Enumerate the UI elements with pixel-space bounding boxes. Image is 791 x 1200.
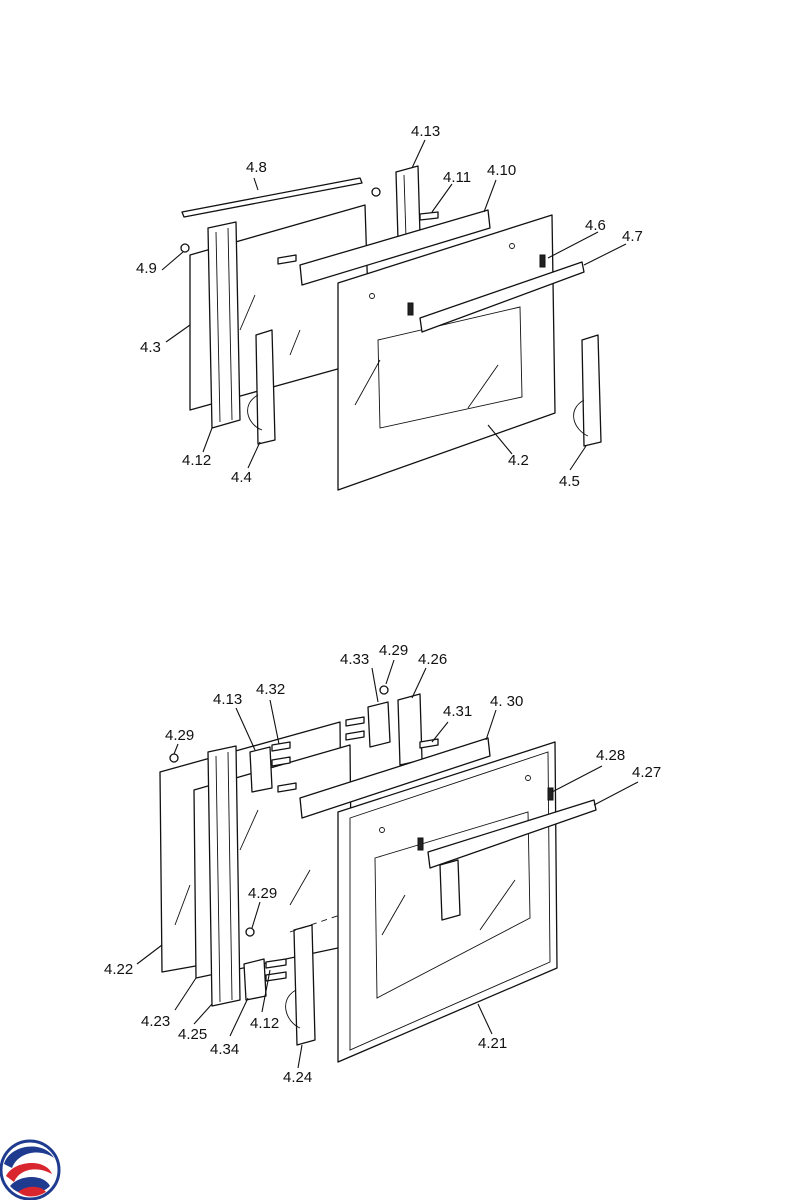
label-4-4: 4.4 — [231, 469, 252, 486]
label-4-32: 4.32 — [256, 681, 285, 698]
label-4-28: 4.28 — [596, 747, 625, 764]
door-handle-4-27 — [427, 799, 597, 869]
bottom-labels: 4.33 4.29 4.26 4.13 4.32 4.31 4. 30 4.29… — [104, 642, 661, 1086]
label-4-29-lower: 4.29 — [248, 885, 277, 902]
side-profile-4-12 — [207, 221, 241, 429]
screw-4-29-left — [169, 753, 179, 763]
label-4-27: 4.27 — [632, 764, 661, 781]
label-4-6: 4.6 — [585, 217, 606, 234]
hinge-block-4-33 — [367, 701, 391, 748]
bracket-4-10 — [299, 209, 491, 286]
label-4-13: 4.13 — [213, 691, 242, 708]
bracket-4-30 — [299, 737, 491, 819]
label-4-10: 4.10 — [487, 162, 516, 179]
top-door-assembly — [161, 139, 627, 491]
hinge-block-4-13 — [249, 746, 273, 793]
label-4-29-top: 4.29 — [379, 642, 408, 659]
label-4-33: 4.33 — [340, 651, 369, 668]
outer-door-glass-4-2 — [337, 214, 556, 491]
label-4-23: 4.23 — [141, 1013, 170, 1030]
label-4-3: 4.3 — [140, 339, 161, 356]
hinge-4-5 — [581, 334, 602, 447]
screw-4-29-top — [379, 685, 389, 695]
label-4-30: 4. 30 — [490, 693, 523, 710]
hinge-4-4 — [255, 329, 276, 445]
label-4-34: 4.34 — [210, 1041, 239, 1058]
label-4-25: 4.25 — [178, 1026, 207, 1043]
label-4-21: 4.21 — [478, 1035, 507, 1052]
handle-clip-4-6 — [539, 254, 546, 268]
hinge-upright-4-26 — [397, 693, 423, 766]
label-4-7: 4.7 — [622, 228, 643, 245]
hinge-block-4-34 — [243, 958, 267, 1001]
bottom-door-assembly — [136, 659, 639, 1069]
label-4-13: 4.13 — [411, 123, 440, 140]
label-4-11: 4.11 — [443, 169, 471, 186]
side-profile-4-25 — [207, 745, 241, 1007]
screw-4-29-lower — [245, 927, 255, 937]
top-labels: 4.13 4.8 4.11 4.10 4.6 4.7 4.9 4.3 4.12 … — [136, 123, 643, 490]
screw-4-11 — [419, 211, 439, 221]
label-4-9: 4.9 — [136, 260, 157, 277]
label-4-12: 4.12 — [250, 1015, 279, 1032]
label-4-22: 4.22 — [104, 961, 133, 978]
label-4-2: 4.2 — [508, 452, 529, 469]
hinge-upright-4-13 — [395, 165, 421, 241]
label-4-12: 4.12 — [182, 452, 211, 469]
label-4-24: 4.24 — [283, 1069, 312, 1086]
label-4-5: 4.5 — [559, 473, 580, 490]
door-handle-4-7 — [419, 261, 585, 333]
brand-swirl-logo — [0, 1139, 61, 1200]
label-4-31: 4.31 — [443, 703, 472, 720]
screw-4-9 — [180, 243, 190, 253]
label-4-29-left: 4.29 — [165, 727, 194, 744]
top-rail-4-8 — [181, 177, 363, 218]
handle-clip-4-28 — [547, 787, 554, 801]
label-4-26: 4.26 — [418, 651, 447, 668]
label-4-8: 4.8 — [246, 159, 267, 176]
